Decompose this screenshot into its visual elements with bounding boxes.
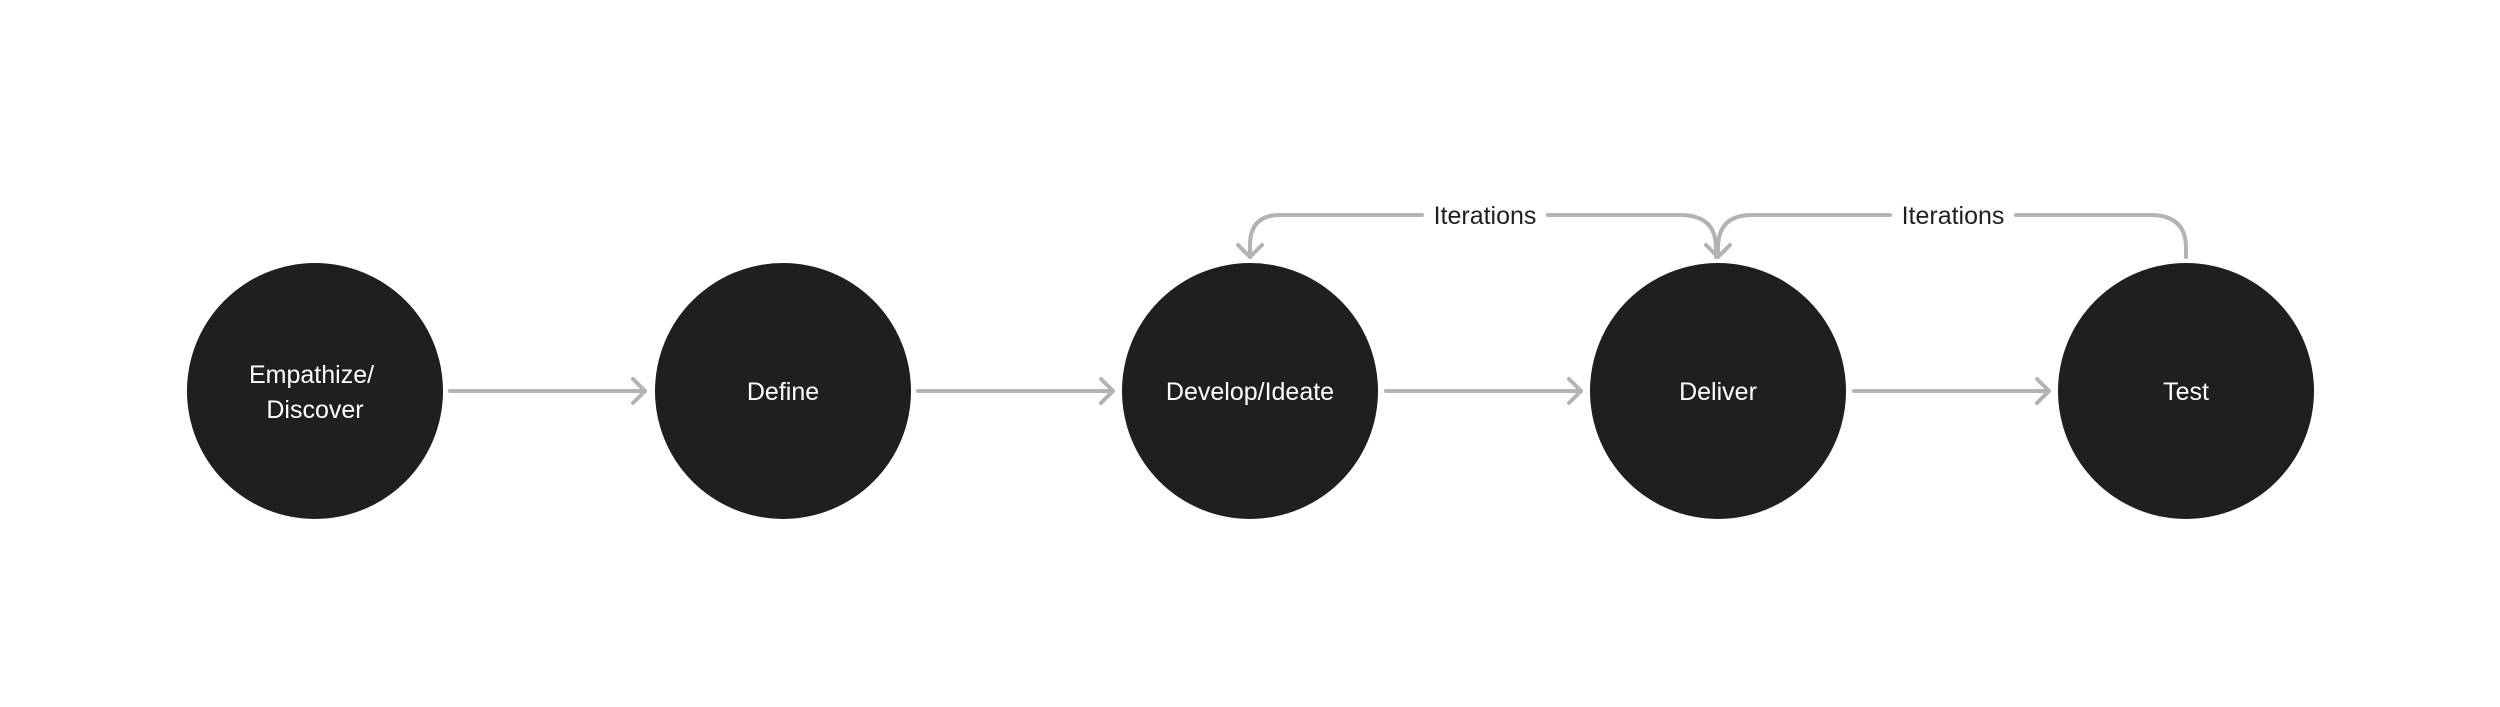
forward-arrows <box>448 377 2051 405</box>
iteration-label-1: Iterations <box>1434 202 1537 230</box>
stage-node <box>1590 263 1846 519</box>
arrow-define-to-develop <box>916 377 1115 405</box>
arrow-empathize-to-define <box>448 377 647 405</box>
iteration-loop-deliver-to-develop: Iterations <box>1236 202 1718 259</box>
stage-label: Define <box>747 378 819 406</box>
stage-empathize: Empathize/ Discover <box>187 263 443 519</box>
iteration-label-2: Iterations <box>1902 202 2005 230</box>
stage-label-line-1: Empathize/ <box>249 361 374 389</box>
stage-define: Define <box>655 263 911 519</box>
stage-label: Deliver <box>1679 378 1757 406</box>
arrow-deliver-to-test <box>1852 377 2051 405</box>
stage-node <box>655 263 911 519</box>
svg-text:Empathize/ Discover: Empathize/ Discover <box>249 361 381 424</box>
stage-develop-ideate: Develop/Ideate <box>1122 263 1378 519</box>
stage-deliver: Deliver <box>1590 263 1846 519</box>
stage-label-line-2: Discover <box>266 396 363 424</box>
stage-label: Test <box>2163 378 2209 406</box>
stage-label: Develop/Ideate <box>1166 378 1334 406</box>
iteration-loop-test-to-deliver: Iterations <box>1704 202 2188 259</box>
stage-node <box>1122 263 1378 519</box>
stage-test: Test <box>2058 263 2314 519</box>
stage-node <box>2058 263 2314 519</box>
stage-node <box>187 263 443 519</box>
arrow-develop-to-deliver <box>1384 377 1583 405</box>
